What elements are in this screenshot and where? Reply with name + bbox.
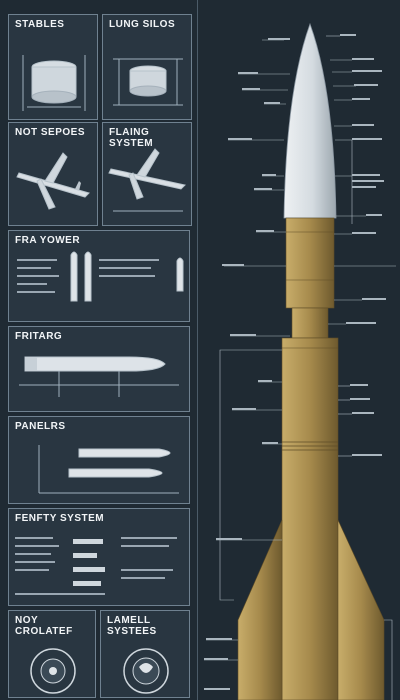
panel-title-noy-crolatef: NOY CROLATEF xyxy=(15,615,73,637)
panel-noy-crolatef: NOY CROLATEF xyxy=(8,610,96,698)
missile-pair-icon xyxy=(38,445,179,494)
panel-title-panelrs: PANELRS xyxy=(15,421,66,432)
text-line xyxy=(15,553,51,555)
rocket-nose-cone xyxy=(283,22,337,219)
text-line xyxy=(17,291,55,293)
missile-body-icon xyxy=(19,356,179,397)
aircraft-illustration-icon xyxy=(16,152,90,210)
panel-title-fenfty-system: FENFTY SYSTEM xyxy=(15,513,105,524)
text-line xyxy=(121,545,169,547)
panel-fra-yower: FRA YOWER xyxy=(8,230,190,322)
silo-illustration-icon xyxy=(113,58,183,106)
text-line xyxy=(121,577,165,579)
missile-small-icon xyxy=(70,251,184,302)
callout-text-placeholders xyxy=(204,34,386,690)
component-list-icon xyxy=(73,539,105,586)
text-line xyxy=(15,545,59,547)
text-line xyxy=(121,537,177,539)
panel-title-flaing-system: FLAING SYSTEM xyxy=(109,127,154,149)
panel-panelrs: PANELRS xyxy=(8,416,190,504)
text-line xyxy=(99,275,155,277)
text-line xyxy=(17,283,47,285)
rocket-main-stage xyxy=(281,337,339,700)
panel-not-sepoes: NOT SEPOES xyxy=(8,122,98,226)
rocket-interstage xyxy=(291,307,329,339)
panel-lung-silos: LUNG SILOS xyxy=(102,14,192,120)
text-line xyxy=(99,267,151,269)
text-line xyxy=(17,259,57,261)
rocket-fin-left xyxy=(237,519,283,700)
gimbal-illustration-icon xyxy=(123,648,169,694)
panel-title-lung-silos: LUNG SILOS xyxy=(109,19,176,30)
panel-title-fra-yower: FRA YOWER xyxy=(15,235,81,246)
panel-lamell-systees: LAMELL SYSTEES xyxy=(100,610,190,698)
gyro-illustration-icon xyxy=(30,648,76,694)
text-line xyxy=(17,267,51,269)
panel-title-stables: STABLES xyxy=(15,19,65,30)
text-line xyxy=(15,561,55,563)
rocket-upper-stage xyxy=(285,217,335,309)
panel-fenfty-system: FENFTY SYSTEM xyxy=(8,508,190,606)
rocket-fin-right xyxy=(337,519,385,700)
text-line xyxy=(121,569,173,571)
text-line xyxy=(15,569,49,571)
vertical-divider xyxy=(197,0,198,700)
panel-fritarg: FRITARG xyxy=(8,326,190,412)
text-line xyxy=(15,537,53,539)
text-line xyxy=(17,275,59,277)
panel-title-lamell-systees: LAMELL SYSTEES xyxy=(107,615,157,637)
tank-illustration-icon xyxy=(22,55,86,111)
aircraft-side-illustration-icon xyxy=(108,148,187,212)
text-line xyxy=(99,259,159,261)
text-line xyxy=(15,593,105,595)
panel-stables: STABLES xyxy=(8,14,98,120)
panel-flaing-system: FLAING SYSTEM xyxy=(102,122,192,226)
panel-title-not-sepoes: NOT SEPOES xyxy=(15,127,86,138)
panel-title-fritarg: FRITARG xyxy=(15,331,63,342)
